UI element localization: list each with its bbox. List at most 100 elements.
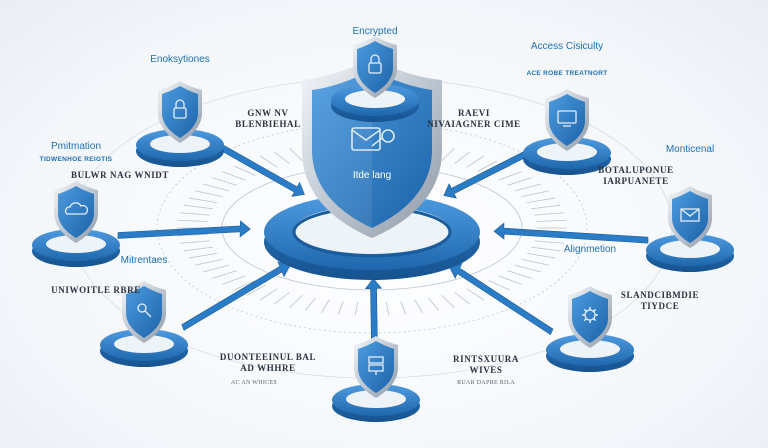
hatch-tick [259,288,278,301]
hatch-tick [526,197,556,203]
caption-line: BOTALUPONUE [598,165,674,175]
hatch-tick [203,183,230,192]
hatch-tick [259,155,278,168]
hatch-tick [188,253,218,259]
arrow-access [443,148,532,199]
node-title-alignment: Alignmetion [563,244,617,255]
hatch-tick [289,148,303,161]
node-title-encryptions: Enoksytiones [150,54,210,65]
caption-line: BULWR NAG WNIDT [70,170,170,180]
hatch-tick [507,270,532,279]
hatch-tick [179,212,210,216]
hatch-tick [531,246,561,252]
hatch-tick [498,171,522,181]
hatch-tick [454,151,470,165]
node-title-access: Access Cisiculty [530,41,604,52]
node-title-monitoring: Monticenal [665,144,715,155]
caption-small-bottom-right-small: RUAR DAPRE RILA [457,380,515,386]
gear-icon [582,307,598,323]
hatch-tick [414,299,423,313]
caption-line: AD WHHRE [240,363,296,373]
hatch-tick [466,155,485,168]
caption-line: RAEVI [457,108,491,118]
shield-key-icon [137,303,152,318]
arrow-mitigation [181,261,291,331]
node-server[interactable] [332,336,420,422]
node-mitigation[interactable] [100,281,188,367]
lock-icon [173,99,187,119]
server-icon [368,356,384,375]
node-title-protection: Pmitmation [50,141,102,152]
caption-mid-left: BULWR NAG WNIDT [71,170,169,181]
hatch-tick [188,197,218,203]
hatch-tick [534,240,565,244]
cloud-icon [65,202,89,215]
hatch-tick [428,297,440,311]
hatch-tick [233,165,256,176]
hatch-tick [179,240,210,244]
hatch-tick [514,183,541,192]
caption-line: IARPUANETE [603,176,669,186]
satellite-nodes [32,36,734,422]
caption-line: WIVES [469,365,503,375]
hatch-tick [534,212,565,216]
node-encrypted[interactable] [331,36,419,122]
caption-line: NIVAIAGNER CIME [427,119,521,129]
hatch-tick [521,190,549,198]
hatch-tick [488,280,511,291]
hatch-tick [195,258,223,266]
hatch-tick [514,264,541,273]
node-access[interactable] [523,89,611,175]
hatch-tick [233,280,256,291]
caption-line: BLENBIEHAL [235,119,301,129]
hatch-tick [526,253,556,259]
node-subtitle-protection: TIDWENHOE REIGTIS [39,156,113,163]
hatch-tick [531,204,561,210]
node-subtitle-access: ACE ROBE TREATNORT [526,70,608,77]
center-label: Itde lang [352,170,392,181]
hatch-tick [177,219,208,222]
hatch-tick [536,219,567,222]
node-title-encrypted: Encrypted [352,26,398,37]
caption-low-left: UNIWOITLE RBRE [51,285,141,296]
arrow-monitoring [493,222,649,244]
hatch-tick [337,300,344,315]
node-protection[interactable] [32,181,120,267]
connector-arrows [117,141,649,371]
hatch-tick [212,177,237,186]
node-monitoring[interactable] [646,186,734,272]
node-alignment[interactable] [546,286,634,372]
caption-line: DUONTEEINUL BAL [219,352,317,362]
hatch-tick [454,291,470,305]
hatch-tick [183,246,213,252]
hatch-tick [212,270,237,279]
hatch-tick [521,258,549,266]
hatch-tick [246,284,267,296]
hatch-tick [466,288,485,301]
caption-line: GNW NV [247,108,289,118]
hatch-tick [321,299,330,313]
arrow-alignment [448,263,554,335]
caption-line: RINTSXUURA [452,354,520,364]
hatch-tick [177,234,208,237]
hatch-tick [507,177,532,186]
lock-icon [368,54,382,74]
hatch-tick [477,160,498,172]
arrow-protection [117,220,251,239]
caption-line: UNIWOITLE RBRE [51,285,141,295]
hatch-tick [183,204,213,210]
node-encryptions[interactable] [136,81,224,167]
hatch-tick [203,264,230,273]
hatch-tick [195,190,223,198]
hatch-tick [222,275,246,285]
mail-icon [680,208,700,222]
monitor-icon [557,110,577,127]
caption-line: TIYDCE [640,301,680,311]
hatch-tick [274,291,290,305]
